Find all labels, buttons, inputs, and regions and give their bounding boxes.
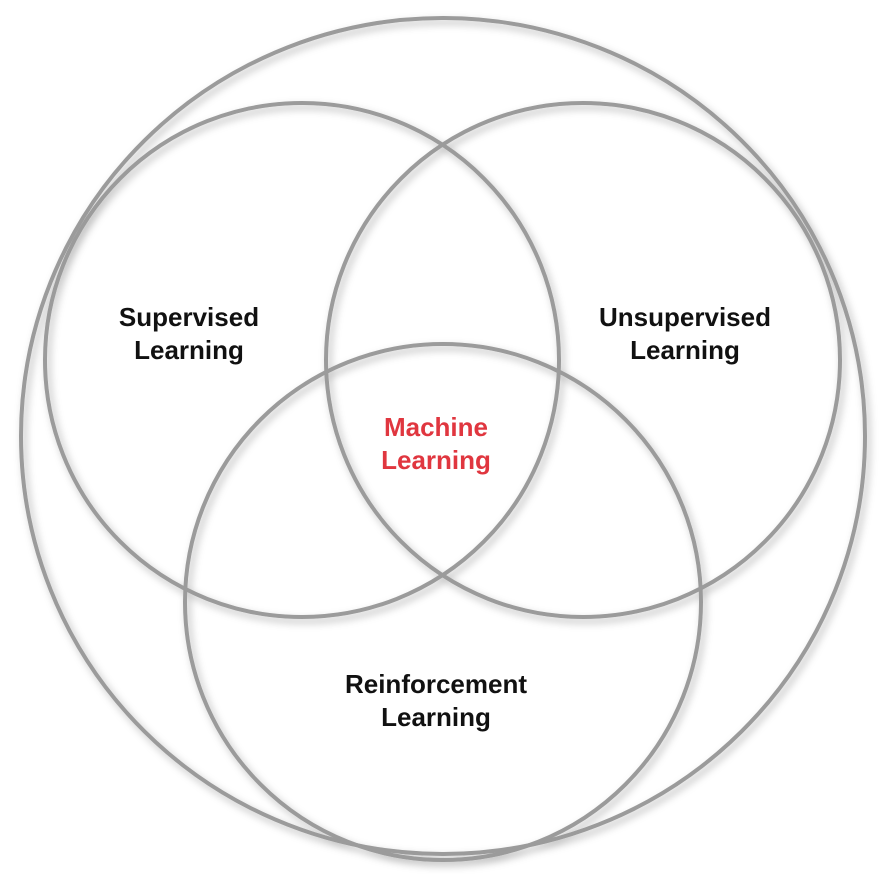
label-center-line-1: Machine [383,412,489,442]
label-unsupervised-learning: Unsupervised Learning [599,301,771,367]
outer-circle [19,16,867,856]
label-unsupervised-line-2: Learning [630,335,740,365]
circle-unsupervised [324,101,842,619]
label-supervised-learning: Supervised Learning [119,301,259,367]
label-unsupervised-line-1: Unsupervised [599,302,771,332]
label-reinforcement-line-1: Reinforcement [344,669,528,699]
label-center-line-2: Learning [381,445,491,475]
label-machine-learning: Machine Learning [381,411,491,477]
label-reinforcement-learning: Reinforcement Learning [345,668,527,734]
circle-reinforcement [183,342,703,862]
label-supervised-line-1: Supervised [118,302,260,332]
label-supervised-line-2: Learning [134,335,244,365]
circle-supervised [43,101,561,619]
label-reinforcement-line-2: Learning [381,702,491,732]
